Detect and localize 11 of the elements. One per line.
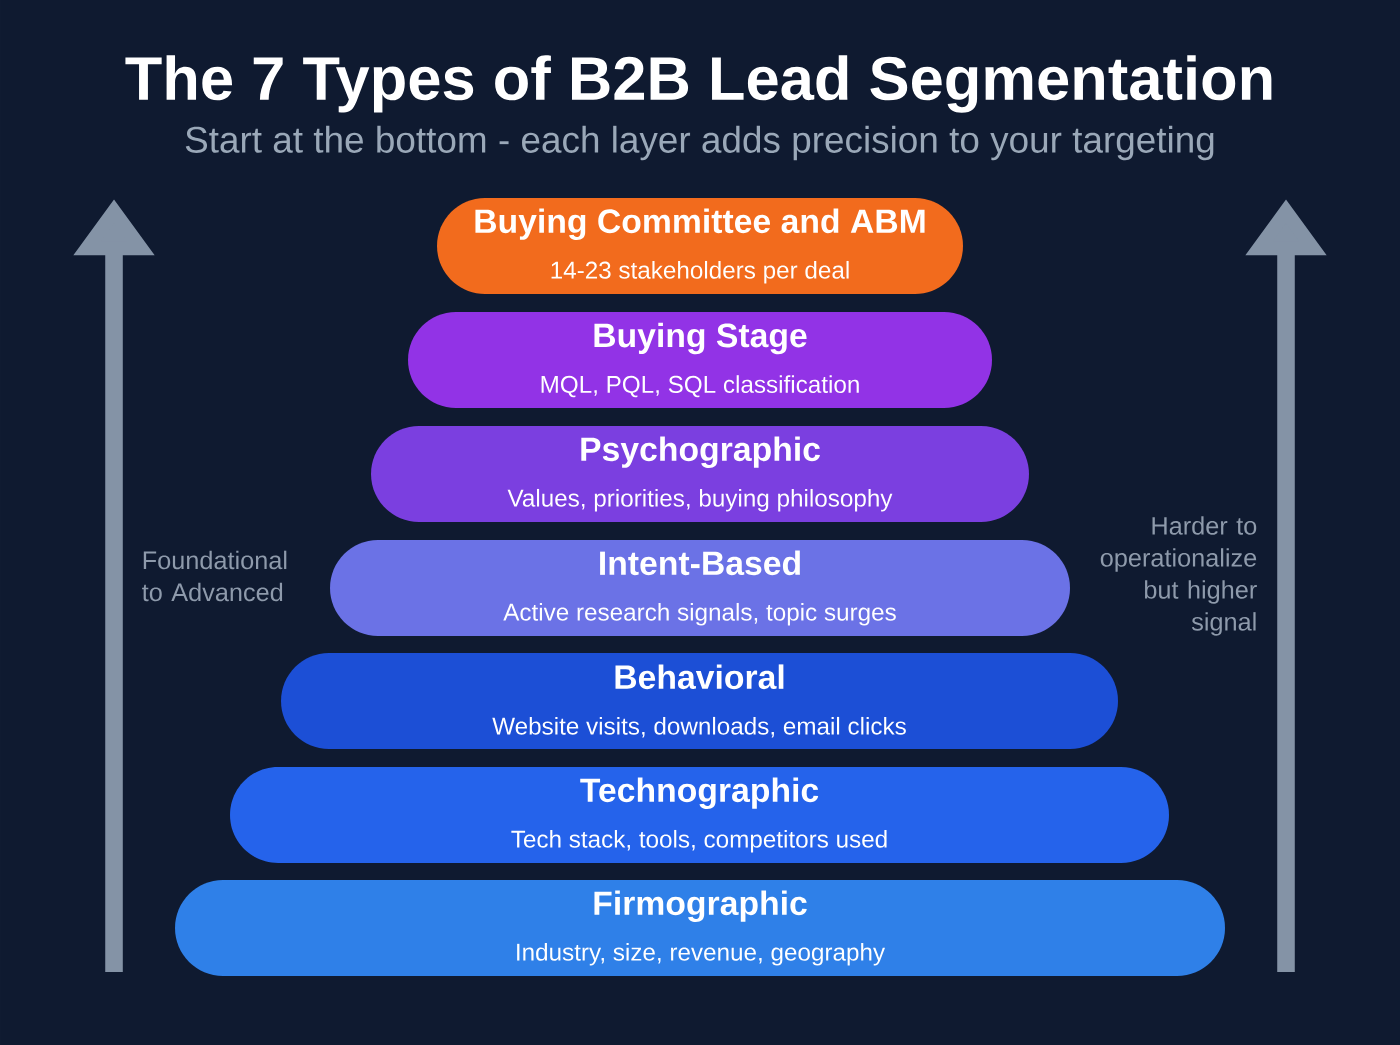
- subtitle: Start at the bottom - each layer adds precision to your targeting: [185, 125, 1214, 161]
- side-note: Foundational to Advanced: [142, 550, 287, 602]
- title: The 7 Types of B2B Lead Segmentation: [125, 55, 1272, 113]
- layer-pill: Technographic Tech stack, tools, competitors used: [230, 767, 1169, 863]
- layer-pill: Intent-Based Active research signals, topic surges: [330, 540, 1070, 636]
- layer-pill: Buying Stage MQL, PQL, SQL classification: [408, 312, 992, 408]
- side-note: Harder to operationalize but higher signal: [1100, 516, 1257, 636]
- layer-pill: Behavioral Website visits, downloads, email clicks: [281, 653, 1118, 749]
- layer-pill: Psychographic Values, priorities, buying philosophy: [371, 426, 1029, 522]
- layer-pill: Firmographic Industry, size, revenue, geography: [175, 880, 1225, 976]
- layer-pill: Buying Committee and ABM 14-23 stakeholders per deal: [437, 198, 963, 294]
